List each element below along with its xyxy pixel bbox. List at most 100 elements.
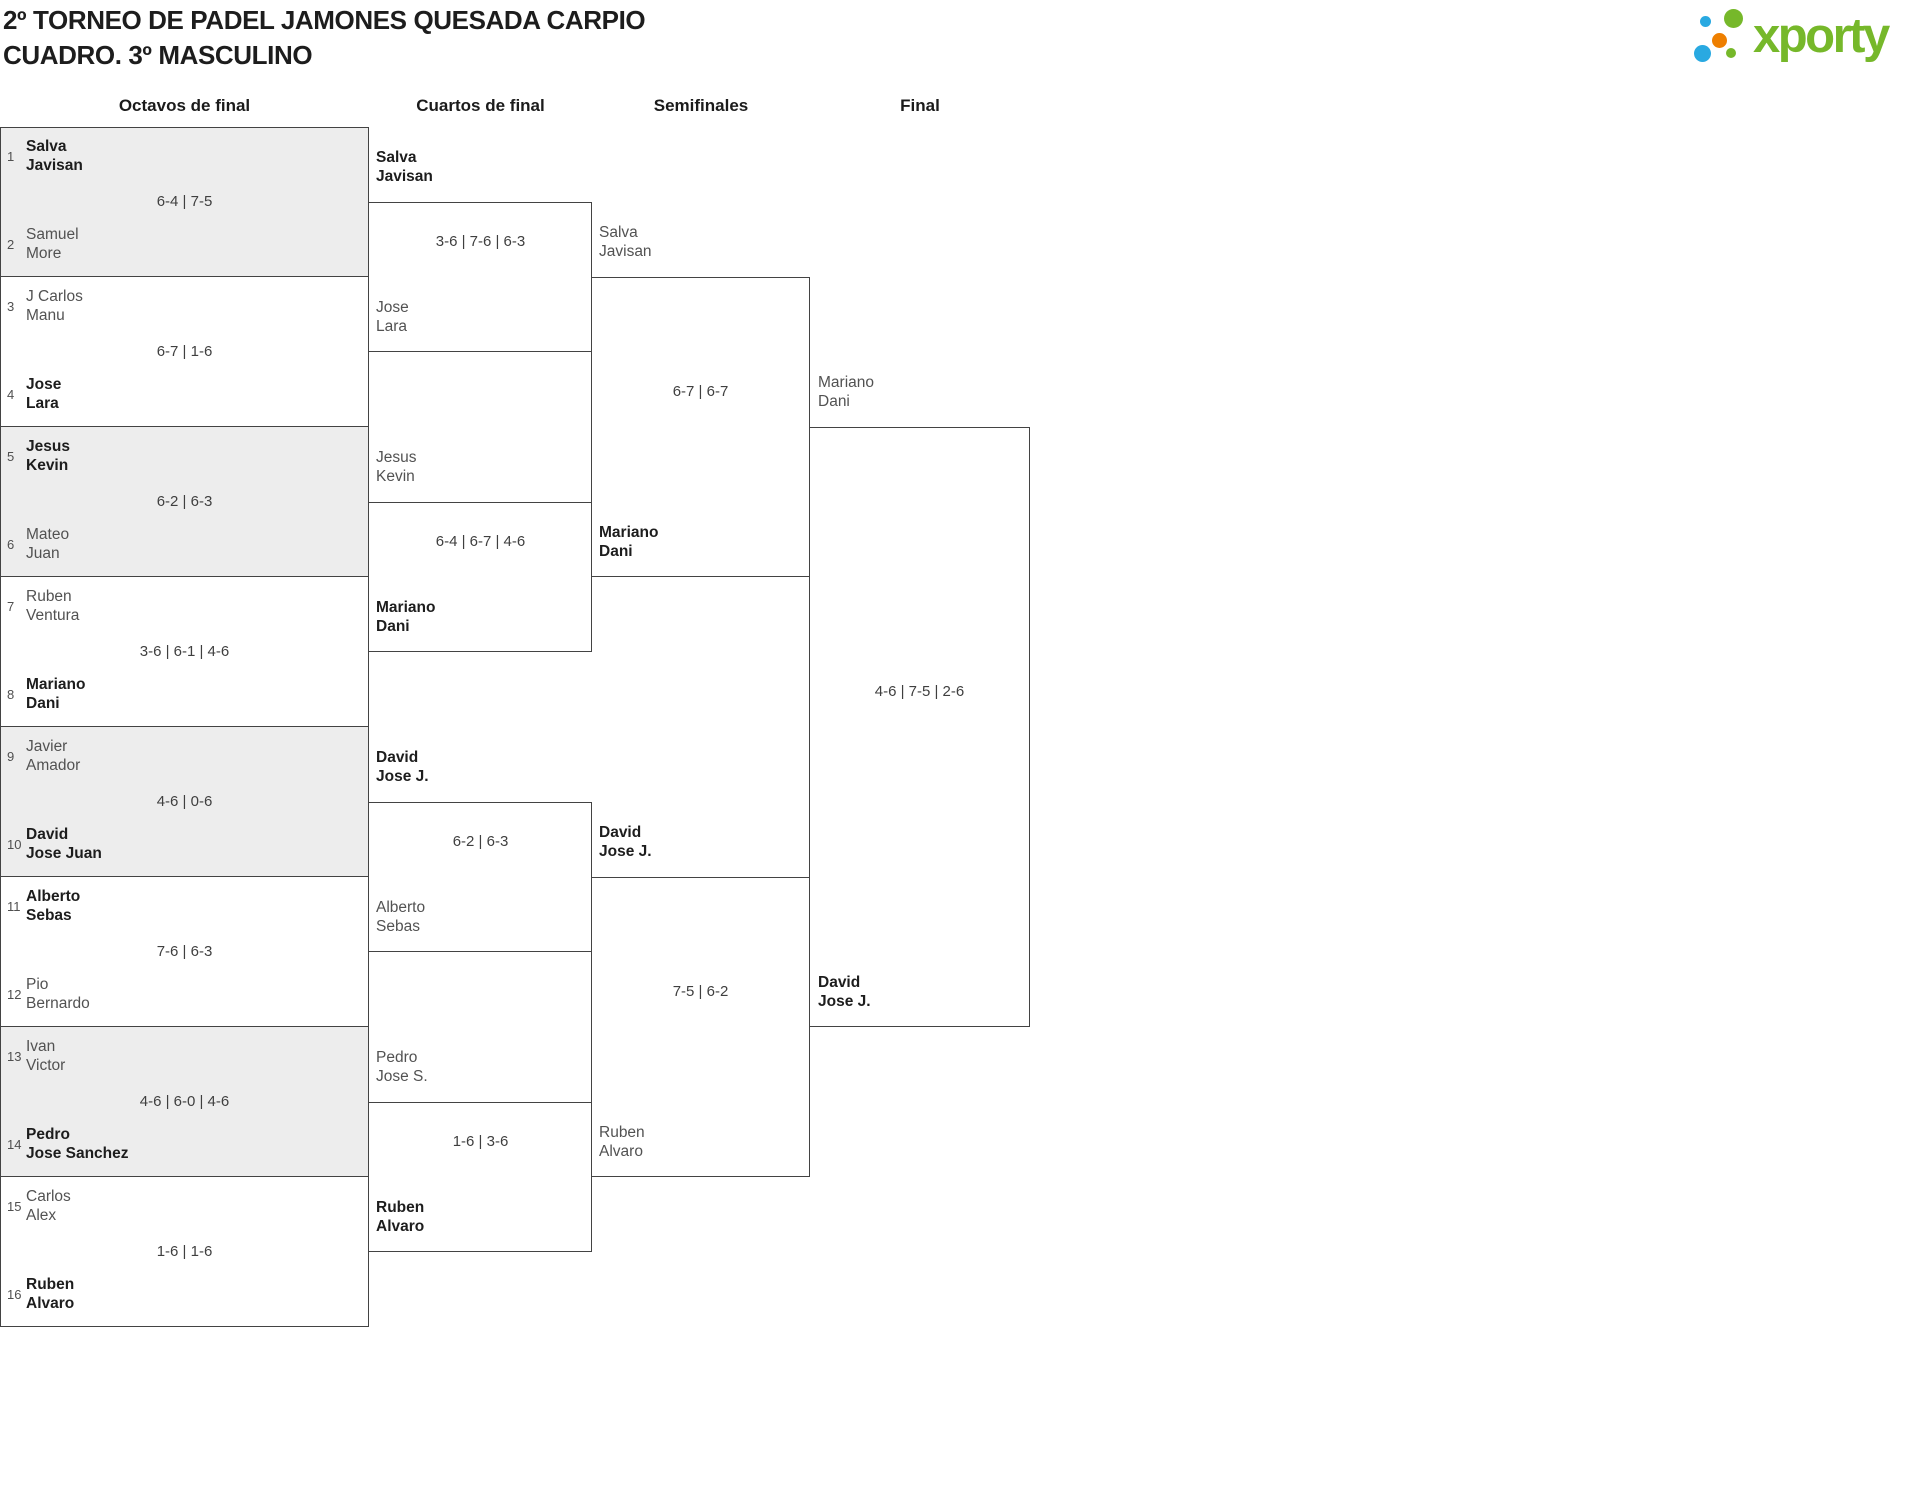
round-header-octavos: Octavos de final xyxy=(118,96,251,115)
round-header-semifinales: Semifinales xyxy=(653,96,749,115)
cuartos-match-4-team-2-player-2: Alvaro xyxy=(376,1218,425,1235)
round-header-final: Final xyxy=(900,96,940,115)
page-title: 2º TORNEO DE PADEL JAMONES QUESADA CARPI… xyxy=(3,3,646,73)
octavos-match-3-team-2-player-1: Mateo xyxy=(26,526,70,543)
octavos-match-1-team-2-player-1: Samuel xyxy=(26,226,79,243)
semifinal-match-2-team-1-player-2: Jose J. xyxy=(599,843,652,860)
final-match-box xyxy=(809,427,1030,1027)
cuartos-match-1-score: 3-6 | 7-6 | 6-3 xyxy=(435,233,526,250)
cuartos-match-2-team-2-player-2: Dani xyxy=(376,618,410,635)
octavos-match-2-box xyxy=(0,277,369,427)
octavos-match-3-box xyxy=(0,427,369,577)
final-match-team-1-player-1: Mariano xyxy=(818,374,874,391)
cuartos-match-3-team-2-player-1: Alberto xyxy=(376,899,426,916)
octavos-match-2-score: 6-7 | 1-6 xyxy=(156,343,213,360)
seed-12: 12 xyxy=(7,986,22,1002)
octavos-match-6-box xyxy=(0,877,369,1027)
cuartos-match-3-score: 6-2 | 6-3 xyxy=(452,833,509,850)
octavos-match-1-score: 6-4 | 7-5 xyxy=(156,193,213,210)
cuartos-match-2-team-1-player-2: Kevin xyxy=(376,468,415,485)
cuartos-match-4-team-1-player-1: Pedro xyxy=(376,1049,418,1066)
octavos-match-4-team-2-player-2: Dani xyxy=(26,695,60,712)
octavos-match-8-team-1-player-1: Carlos xyxy=(26,1188,71,1205)
octavos-match-1-team-1-player-1: Salva xyxy=(26,138,67,155)
logo-dot-orange xyxy=(1712,33,1727,48)
octavos-match-2-team-1-player-1: J Carlos xyxy=(26,288,83,305)
final-match-score: 4-6 | 7-5 | 2-6 xyxy=(874,683,965,700)
seed-14: 14 xyxy=(7,1136,22,1152)
octavos-match-4-score: 3-6 | 6-1 | 4-6 xyxy=(139,643,230,660)
octavos-match-5-box xyxy=(0,727,369,877)
cuartos-match-2-score: 6-4 | 6-7 | 4-6 xyxy=(435,533,526,550)
octavos-match-6-score: 7-6 | 6-3 xyxy=(156,943,213,960)
cuartos-match-1-team-2-player-2: Lara xyxy=(376,318,408,335)
logo-dot-green-small xyxy=(1726,48,1736,58)
octavos-match-4-box xyxy=(0,577,369,727)
semifinal-match-2-team-2-player-2: Alvaro xyxy=(599,1143,643,1160)
seed-8: 8 xyxy=(7,686,15,702)
octavos-match-1-team-1-player-2: Javisan xyxy=(26,157,83,174)
octavos-match-3-team-1-player-1: Jesus xyxy=(26,438,70,455)
cuartos-match-4-team-1-player-2: Jose S. xyxy=(376,1068,428,1085)
seed-3: 3 xyxy=(7,298,15,314)
semifinal-match-1-team-2-player-2: Dani xyxy=(599,543,633,560)
octavos-match-5-team-1-player-2: Amador xyxy=(26,757,81,774)
seed-2: 2 xyxy=(7,236,15,252)
semifinal-match-2-team-2-player-1: Ruben xyxy=(599,1124,645,1141)
seed-5: 5 xyxy=(7,448,15,464)
octavos-match-2-team-2-player-1: Jose xyxy=(26,376,62,393)
seed-6: 6 xyxy=(7,536,15,552)
octavos-match-7-team-2-player-2: Jose Sanchez xyxy=(26,1145,129,1162)
semifinal-match-1-team-1-player-1: Salva xyxy=(599,224,638,241)
octavos-match-4-team-1-player-1: Ruben xyxy=(26,588,72,605)
octavos-match-6-team-2-player-1: Pio xyxy=(26,976,49,993)
seed-1: 1 xyxy=(7,148,15,164)
cuartos-match-3-team-1-player-2: Jose J. xyxy=(376,768,429,785)
octavos-match-7-box xyxy=(0,1027,369,1177)
logo-wordmark: xporty xyxy=(1753,9,1890,63)
octavos-match-8-score: 1-6 | 1-6 xyxy=(156,1243,213,1260)
xporty-logo[interactable]: xporty xyxy=(1690,0,1920,72)
bracket-subtitle: CUADRO. 3º MASCULINO xyxy=(3,40,313,70)
octavos-match-2-team-2-player-2: Lara xyxy=(26,395,59,412)
final-match-team-2-player-1: David xyxy=(818,974,861,991)
octavos-match-2-team-1-player-2: Manu xyxy=(26,307,65,324)
octavos-match-6-team-1-player-2: Sebas xyxy=(26,907,72,924)
logo-dot-blue-small xyxy=(1700,16,1711,27)
semifinal-match-1-team-1-player-2: Javisan xyxy=(599,243,652,260)
octavos-match-8-team-2-player-2: Alvaro xyxy=(26,1295,75,1312)
semifinal-match-2-team-1-player-1: David xyxy=(599,824,642,841)
octavos-match-5-score: 4-6 | 0-6 xyxy=(156,793,213,810)
octavos-match-5-team-2-player-2: Jose Juan xyxy=(26,845,102,862)
octavos-match-3-team-2-player-2: Juan xyxy=(26,545,60,562)
seed-16: 16 xyxy=(7,1286,22,1302)
cuartos-match-1-team-1-player-2: Javisan xyxy=(376,168,433,185)
octavos-match-1-box xyxy=(0,127,369,277)
octavos-match-4-team-1-player-2: Ventura xyxy=(26,607,80,624)
octavos-match-6-team-2-player-2: Bernardo xyxy=(26,995,90,1012)
seed-7: 7 xyxy=(7,598,15,614)
octavos-match-1-team-2-player-2: More xyxy=(26,245,62,262)
cuartos-match-3-team-2-player-2: Sebas xyxy=(376,918,420,935)
octavos-match-8-team-1-player-2: Alex xyxy=(26,1207,57,1224)
